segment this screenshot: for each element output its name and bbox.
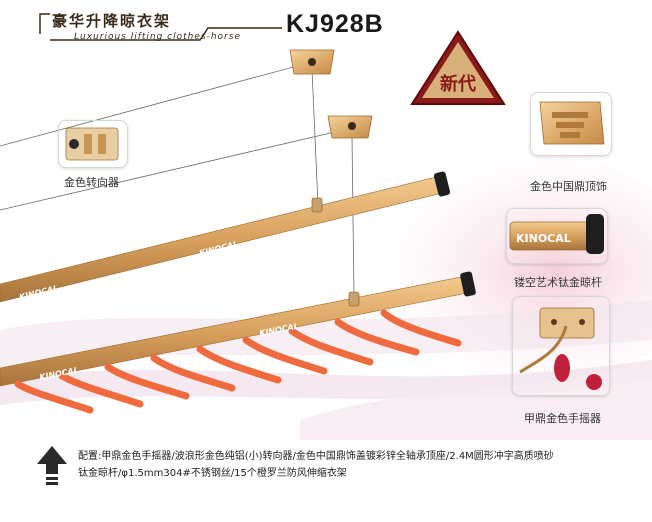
- cable-1: [0, 61, 313, 147]
- rod-thumb-engraving: KINOCAL: [516, 232, 571, 245]
- configuration-text: 配置:甲鼎金色手摇器/波浪形金色纯铝(小)转向器/金色中国鼎饰盖镀彩锌全轴承顶座…: [78, 448, 638, 482]
- thumb-art-rod: [509, 214, 604, 254]
- hanger-4: [150, 354, 236, 392]
- hanger-7: [288, 327, 374, 366]
- upper-rail-engraving-2: KINOCAL: [198, 240, 239, 258]
- lower-rail-clip: [348, 291, 360, 307]
- up-arrow-icon: [37, 446, 67, 485]
- configuration-line-1: 配置:甲鼎金色手摇器/波浪形金色纯铝(小)转向器/金色中国鼎饰盖镀彩锌全轴承顶座…: [78, 451, 554, 462]
- feature-thumb-rod: [506, 208, 608, 264]
- feature-thumb-steering: [58, 120, 128, 168]
- hanger-2: [58, 372, 144, 408]
- brand-badge: 新代: [410, 30, 506, 105]
- thumb-art-ding: [539, 101, 605, 145]
- page-subtitle: Luxurious lifting clothes-horse: [74, 32, 241, 42]
- header-bracket-left: [39, 13, 50, 34]
- upper-rail-engraving: KINOCAL: [18, 284, 59, 302]
- model-number: KJ928B: [286, 10, 384, 38]
- cable-2: [0, 127, 353, 211]
- header-underline: [50, 27, 282, 41]
- brand-badge-text: 新代: [440, 73, 476, 95]
- hanger-1: [14, 380, 94, 414]
- ceiling-block-1-hole: [308, 58, 316, 66]
- upper-rail-endcap: [433, 171, 451, 197]
- cable-4: [351, 135, 355, 299]
- page-title: 豪华升降晾衣架: [52, 12, 172, 30]
- hanger-3: [104, 363, 190, 400]
- thumb-art-steering: [65, 127, 119, 161]
- cable-3: [311, 69, 319, 206]
- thumb-art-crank: [519, 307, 602, 390]
- ceiling-block-2-hole: [348, 122, 356, 130]
- feature-thumb-crank: [512, 296, 610, 396]
- lower-rail-engraving-2: KINOCAL: [259, 322, 300, 338]
- hanger-5: [196, 345, 282, 384]
- lower-rail-engraving: KINOCAL: [39, 366, 80, 382]
- feature-caption-steering: 金色转向器: [64, 176, 119, 189]
- feature-thumb-ding: [530, 92, 612, 156]
- hanger-6: [242, 336, 328, 375]
- hanger-8: [334, 318, 420, 356]
- feature-caption-rod: 镂空艺术钛金晾杆: [514, 276, 602, 289]
- hanger-group: [14, 309, 462, 414]
- configuration-line-2: 钛金晾杆/φ1.5mm304#不锈钢丝/15个橙罗兰防风伸缩衣架: [78, 468, 347, 479]
- feature-caption-ding: 金色中国鼎顶饰: [530, 180, 607, 193]
- upper-rail-clip: [311, 197, 323, 213]
- hanger-9: [380, 309, 462, 347]
- feature-caption-crank: 甲鼎金色手摇器: [524, 412, 601, 425]
- lower-rail-endcap: [460, 271, 476, 297]
